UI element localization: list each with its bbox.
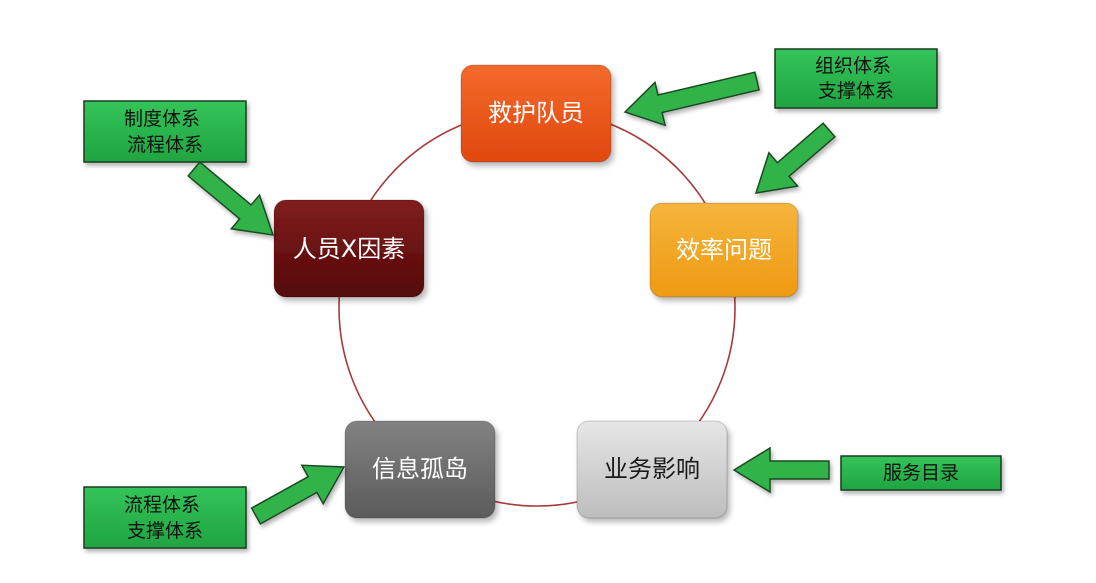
node-efficiency: 效率问题 xyxy=(649,202,799,298)
node-rescue-team-label: 救护队员 xyxy=(488,99,584,127)
tag-org-support-box xyxy=(774,48,938,109)
tag-org-support-line-2: 支撑体系 xyxy=(818,80,894,102)
tag-policy-process-line-1: 制度体系 xyxy=(124,108,200,130)
tag-process-support-line-1: 流程体系 xyxy=(124,494,200,516)
node-rescue-team-box xyxy=(460,64,612,163)
tag-org-support: 组织体系 支撑体系 xyxy=(774,48,938,109)
node-info-island: 信息孤岛 xyxy=(344,420,496,519)
tag-service-catalog: 服务目录 xyxy=(840,455,1002,491)
tag-org-support-text: 组织体系 支撑体系 xyxy=(815,55,897,102)
arrow-to-efficiency xyxy=(754,122,836,194)
node-business-impact-label: 业务影响 xyxy=(604,455,700,483)
node-human-factor-box xyxy=(273,199,425,298)
tag-service-catalog-line-1: 服务目录 xyxy=(883,462,959,484)
node-info-island-box xyxy=(344,420,496,519)
node-human-factor: 人员X因素 xyxy=(273,199,425,298)
node-business-impact: 业务影响 xyxy=(576,420,728,519)
tag-process-support-text: 流程体系 支撑体系 xyxy=(124,494,206,542)
tag-org-support-line-1: 组织体系 xyxy=(815,55,891,77)
tag-service-catalog-box xyxy=(840,455,1002,491)
tag-policy-process: 制度体系 流程体系 xyxy=(83,100,247,163)
arrow-to-business-impact xyxy=(732,446,830,494)
tag-process-support-line-2: 支撑体系 xyxy=(127,520,203,542)
tag-process-support: 流程体系 支撑体系 xyxy=(83,486,247,549)
node-human-factor-label: 人员X因素 xyxy=(293,235,405,263)
tag-process-support-box xyxy=(83,486,247,549)
arrow-to-human-factor xyxy=(187,161,275,236)
node-business-impact-box xyxy=(576,420,728,519)
arrow-to-info-island xyxy=(250,464,346,525)
node-efficiency-label: 效率问题 xyxy=(676,236,772,264)
tag-policy-process-line-2: 流程体系 xyxy=(127,134,203,156)
node-info-island-label: 信息孤岛 xyxy=(372,455,468,483)
tag-policy-process-box xyxy=(83,100,247,163)
node-rescue-team: 救护队员 xyxy=(460,64,612,163)
node-efficiency-box xyxy=(649,202,799,298)
tag-service-catalog-text: 服务目录 xyxy=(883,462,959,484)
arrow-to-rescue-team xyxy=(623,71,761,127)
tag-policy-process-text: 制度体系 流程体系 xyxy=(124,108,206,156)
